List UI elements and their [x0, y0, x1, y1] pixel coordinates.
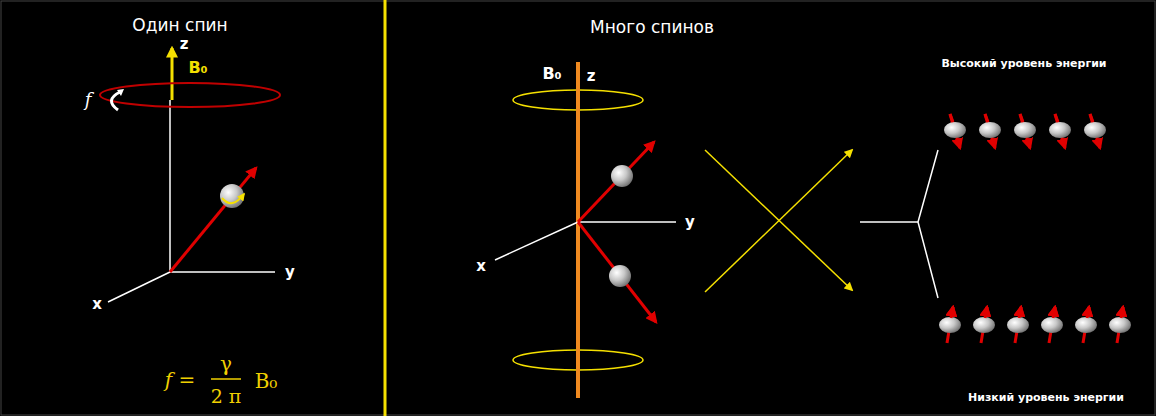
low-energy-row — [939, 307, 1131, 343]
x-axis — [495, 222, 578, 260]
spin-down — [1049, 114, 1071, 148]
formula-part: f = — [165, 369, 196, 391]
formula-part: B₀ — [255, 370, 278, 392]
spin-up — [1041, 307, 1063, 343]
axis-label: y — [285, 264, 295, 281]
field-label: B₀ — [188, 59, 207, 77]
rotation-symbol — [111, 92, 120, 110]
spin-down — [1014, 114, 1036, 148]
spin-up — [1007, 307, 1029, 343]
frequency-label: f — [85, 90, 92, 110]
spin-down — [1084, 114, 1106, 148]
spin-ball — [220, 184, 244, 208]
spin-ball — [611, 165, 633, 187]
x-axis — [108, 272, 170, 302]
spin-vector — [170, 168, 256, 272]
transition-arrow — [705, 150, 852, 292]
spin-down-vector — [578, 222, 656, 322]
y-axis — [170, 271, 275, 273]
precession-orbit — [100, 83, 280, 107]
z-axis — [169, 100, 171, 272]
axis-label: z — [587, 68, 596, 85]
spin-ball — [609, 265, 631, 287]
y-axis — [578, 221, 676, 223]
field-arrow — [171, 48, 174, 100]
level-label: Высокий уровень энергии — [941, 58, 1106, 70]
axis-label: x — [92, 296, 102, 313]
level-label: Низкий уровень энергии — [968, 392, 1124, 404]
fraction-bar — [211, 378, 241, 380]
many-spins-figure — [495, 62, 1131, 398]
rotation-symbol-head — [117, 89, 124, 96]
spin-down — [944, 114, 966, 148]
spin-up — [939, 307, 961, 343]
panel-title: Один спин — [132, 16, 227, 35]
panel-title: Много спинов — [590, 18, 714, 37]
axis-label: z — [180, 36, 189, 53]
axis-label: y — [685, 214, 695, 231]
formula-part: γ — [220, 353, 232, 375]
split-fork — [918, 150, 938, 298]
spin-rotation — [222, 194, 244, 203]
axis-label: x — [476, 258, 486, 275]
high-energy-row — [944, 114, 1106, 148]
spin-up — [1109, 307, 1131, 343]
spin-down — [979, 114, 1001, 148]
field-label: B₀ — [542, 65, 561, 83]
formula-part: 2 π — [211, 386, 242, 407]
spin-up — [1075, 307, 1097, 343]
one-spin-figure — [100, 48, 280, 379]
spin-up — [973, 307, 995, 343]
split-line — [860, 221, 918, 223]
panel-divider — [384, 0, 387, 416]
field-axis — [576, 62, 580, 398]
spin-up-vector — [578, 142, 654, 222]
